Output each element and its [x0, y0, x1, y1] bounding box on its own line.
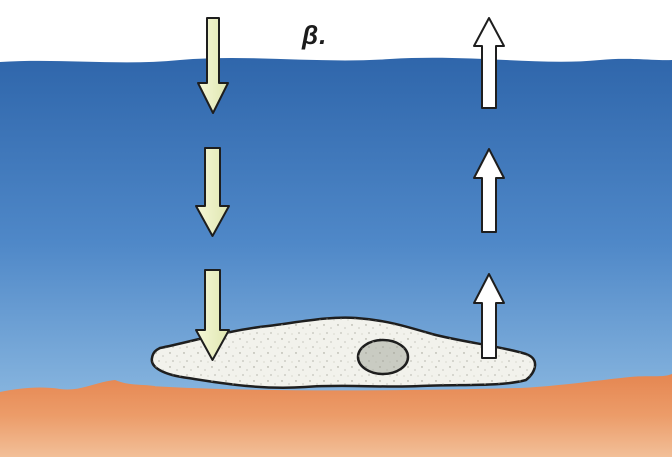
nucleus-texture: [358, 340, 408, 374]
panel-label: β.: [302, 20, 327, 51]
